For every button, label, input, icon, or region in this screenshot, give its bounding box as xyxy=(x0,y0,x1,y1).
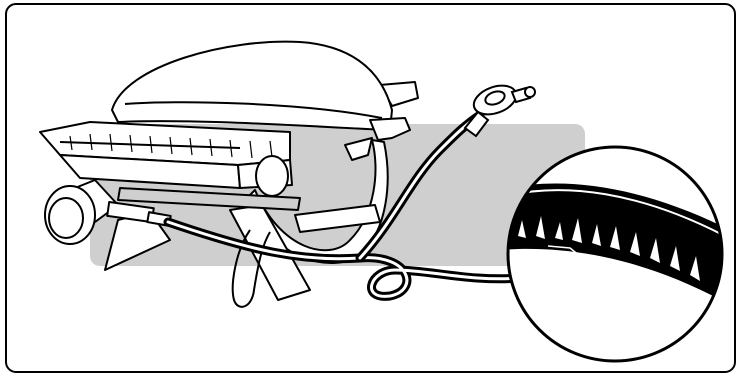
front-handle xyxy=(256,156,288,196)
regulator-fitting xyxy=(525,87,535,97)
control-knob xyxy=(45,186,95,244)
